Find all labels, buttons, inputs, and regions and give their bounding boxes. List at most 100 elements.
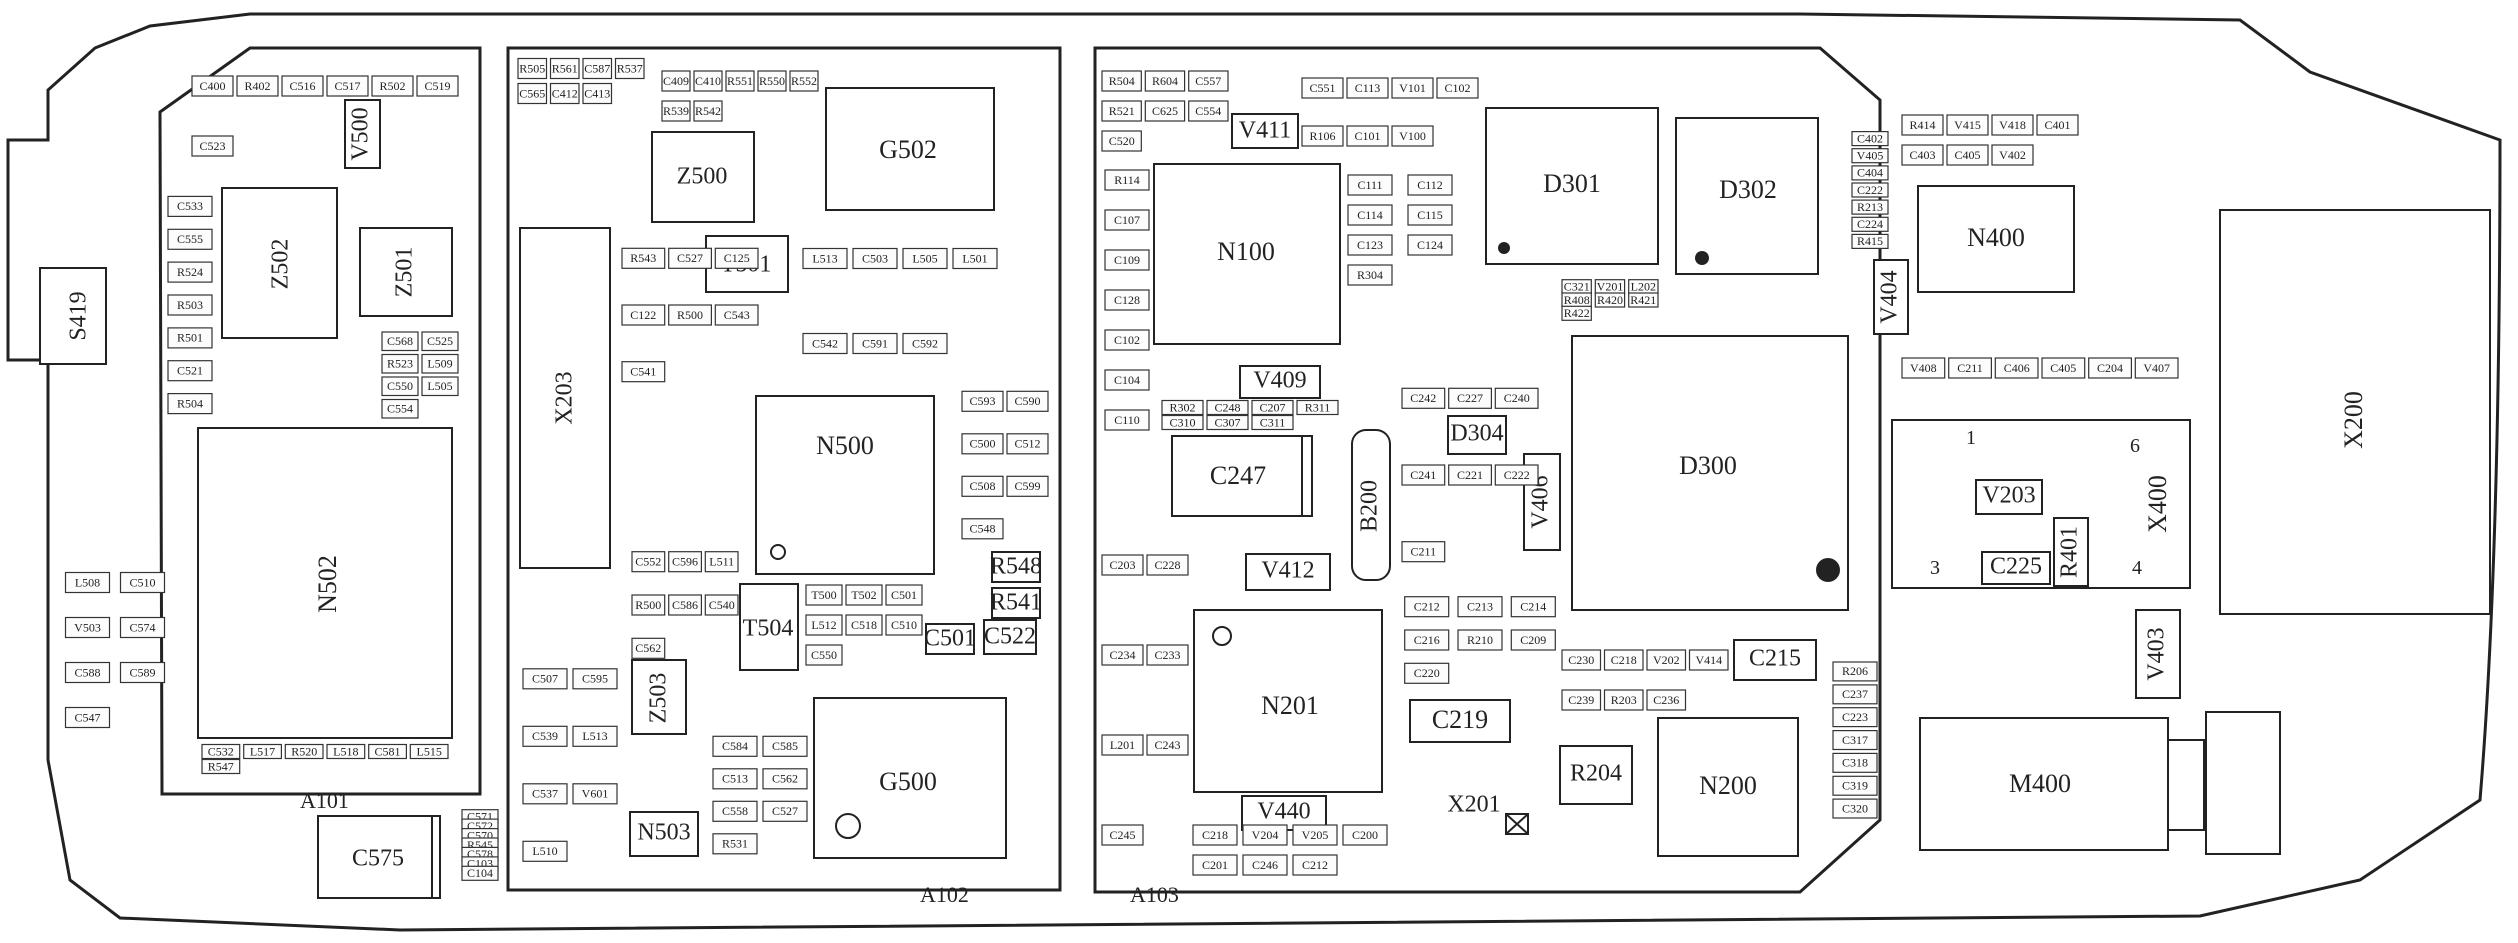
component-c525: C525 [421, 331, 459, 352]
svg-text:C596: C596 [672, 554, 698, 568]
svg-text:C568: C568 [387, 334, 413, 348]
component-c319: C319 [1832, 775, 1878, 796]
component-c102: C102 [1436, 77, 1479, 99]
svg-text:C554: C554 [1195, 104, 1221, 118]
component-v205: V205 [1292, 824, 1338, 846]
component-c247: C247 [1171, 435, 1313, 517]
svg-text:X201: X201 [1447, 792, 1500, 818]
component-c212: C212 [1292, 854, 1338, 876]
component-c574: C574 [119, 616, 166, 639]
svg-text:V204: V204 [1252, 828, 1279, 842]
svg-text:C516: C516 [289, 79, 315, 93]
svg-text:R503: R503 [177, 298, 203, 312]
svg-text:C522: C522 [984, 624, 1036, 650]
component-c320: C320 [1832, 798, 1878, 819]
svg-text:R548: R548 [990, 554, 1042, 580]
svg-text:R550: R550 [759, 74, 785, 88]
svg-text:C219: C219 [1432, 705, 1488, 734]
component-c589: C589 [119, 661, 166, 684]
svg-text:C311: C311 [1260, 415, 1286, 429]
area-label-a103: A103 [1130, 882, 1179, 907]
component-c211: C211 [1948, 357, 1992, 379]
svg-text:C321: C321 [1564, 279, 1590, 293]
svg-text:V402: V402 [1999, 148, 2026, 162]
component-c590: C590 [1006, 390, 1049, 412]
svg-text:L512: L512 [811, 618, 836, 632]
component-c102: C102 [1104, 329, 1150, 351]
component-r302: R302 [1161, 399, 1204, 416]
component-r420: R420 [1594, 292, 1626, 308]
svg-text:C220: C220 [1414, 666, 1440, 680]
svg-text:R106: R106 [1309, 129, 1335, 143]
svg-text:C588: C588 [74, 665, 100, 679]
component-c220: C220 [1404, 662, 1450, 684]
svg-text:C211: C211 [1411, 544, 1437, 558]
component-x200: X200 [2219, 209, 2491, 615]
component-c245: C245 [1101, 824, 1144, 846]
svg-text:L515: L515 [417, 744, 442, 758]
svg-text:L201: L201 [1110, 738, 1135, 752]
svg-text:C124: C124 [1417, 238, 1443, 252]
component-d302: D302 [1675, 117, 1819, 275]
component-c240: C240 [1494, 387, 1539, 409]
component-r523: R523 [381, 353, 419, 374]
svg-text:C215: C215 [1749, 646, 1801, 672]
svg-text:L517: L517 [250, 744, 275, 758]
svg-text:V100: V100 [1399, 129, 1426, 143]
component-t504: T504 [739, 583, 799, 671]
svg-text:C589: C589 [129, 665, 155, 679]
component-v408: V408 [1901, 357, 1946, 379]
component-v202: V202 [1646, 649, 1687, 671]
component-r550: R550 [757, 70, 787, 92]
component-v203: V203 [1975, 479, 2043, 515]
svg-text:V411: V411 [1239, 118, 1291, 144]
component-n200: N200 [1657, 717, 1799, 857]
component-c557: C557 [1188, 70, 1229, 92]
component-c241: C241 [1401, 464, 1446, 486]
component-c595: C595 [572, 668, 618, 690]
component-c405: C405 [1946, 144, 1989, 166]
svg-text:C527: C527 [772, 804, 798, 818]
component-l202: L202 [1628, 279, 1659, 295]
component-c225: C225 [1981, 551, 2051, 585]
component-c239: C239 [1561, 689, 1602, 711]
component-r503: R503 [167, 294, 213, 316]
component-c248: C248 [1206, 399, 1249, 416]
component-c204: C204 [2088, 357, 2132, 379]
svg-text:V408: V408 [1910, 361, 1937, 375]
component-c223: C223 [1832, 707, 1878, 728]
svg-text:C592: C592 [912, 336, 938, 350]
component-c584: C584 [712, 735, 758, 757]
component-c227: C227 [1448, 387, 1492, 409]
component-r561: R561 [549, 57, 580, 80]
svg-text:Z502: Z502 [268, 239, 294, 290]
component-c512: C512 [1006, 433, 1049, 455]
component-c317: C317 [1832, 729, 1878, 751]
component-c230: C230 [1561, 649, 1602, 671]
svg-text:C547: C547 [74, 710, 100, 724]
component-g502: G502 [825, 87, 995, 211]
component-c593: C593 [961, 390, 1004, 412]
component-v415: V415 [1946, 114, 1989, 136]
component-c311: C311 [1251, 414, 1294, 431]
svg-text:C317: C317 [1842, 733, 1868, 747]
component-c203: C203 [1101, 554, 1144, 576]
svg-text:C123: C123 [1357, 238, 1383, 252]
svg-text:R203: R203 [1611, 693, 1637, 707]
svg-text:C109: C109 [1114, 253, 1140, 267]
component-r505: R505 [517, 57, 548, 80]
component-n100: N100 [1153, 163, 1341, 345]
svg-text:R542: R542 [695, 104, 721, 118]
svg-text:C554: C554 [387, 402, 413, 416]
component-l517: L517 [243, 743, 282, 760]
svg-text:N201: N201 [1261, 691, 1319, 720]
svg-text:C107: C107 [1114, 213, 1140, 227]
component-r524: R524 [167, 261, 213, 283]
svg-text:C518: C518 [851, 618, 877, 632]
component-s419: S419 [39, 267, 107, 365]
component-c224: C224 [1851, 216, 1889, 232]
svg-text:C405: C405 [2050, 361, 2076, 375]
svg-text:V415: V415 [1954, 118, 1981, 132]
component-c532: C532 [201, 743, 241, 760]
component-n201: N201 [1193, 609, 1383, 793]
